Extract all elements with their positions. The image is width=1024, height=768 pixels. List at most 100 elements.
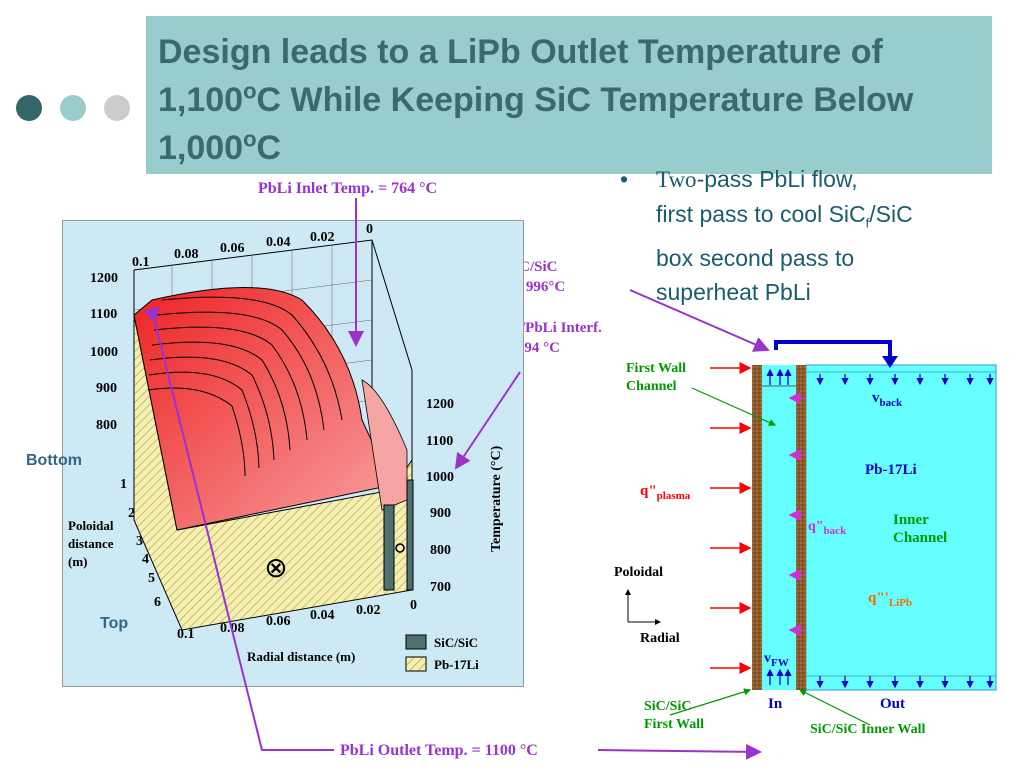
svg-text:0.1: 0.1	[132, 255, 150, 270]
svg-text:Poloidal: Poloidal	[68, 518, 114, 533]
svg-text:0.02: 0.02	[310, 230, 335, 245]
svg-text:6: 6	[154, 595, 161, 610]
q-plasma-label: q"plasma	[640, 483, 691, 502]
svg-text:2: 2	[128, 506, 135, 521]
poloidal-axis-label: Poloidal distance (m)	[68, 518, 114, 569]
poloidal-label: Poloidal	[614, 565, 663, 580]
inner-channel-label-1: Inner	[893, 512, 929, 528]
temperature-surface	[133, 287, 393, 531]
outlet-temp-callout: PbLi Outlet Temp. = 1100 °C	[340, 742, 538, 759]
bullet-line-2-sub: f	[865, 215, 870, 231]
bullet-line-2b: /SiC	[869, 201, 913, 227]
outlet-pointer-right	[597, 743, 762, 760]
decor-dot-dark	[16, 95, 42, 121]
small-circle-marker	[395, 543, 405, 553]
title-background	[146, 16, 992, 174]
first-wall-channel-label-1: First Wall	[626, 361, 686, 376]
bullet-point: • Two-pass PbLi flow, first pass to cool…	[620, 162, 1000, 309]
top-label: Top	[100, 615, 129, 632]
v-fw-label: vFW	[764, 651, 789, 669]
radial-label: Radial	[640, 631, 680, 646]
svg-text:0.04: 0.04	[266, 235, 291, 250]
decor-dot-teal	[60, 95, 86, 121]
svg-text:1100: 1100	[426, 434, 453, 449]
sic-ridge-surface	[361, 379, 408, 511]
svg-text:0.06: 0.06	[266, 614, 291, 629]
first-wall-channel-pointer	[691, 387, 777, 426]
sic-first-wall-label-1: SiC/SiC	[644, 699, 691, 714]
inner-channel-label-2: Channel	[893, 530, 947, 546]
svg-text:700: 700	[430, 580, 451, 595]
sic-wall-column	[383, 504, 395, 591]
first-wall-pointer	[669, 688, 752, 716]
svg-text:900: 900	[430, 506, 451, 521]
bullet-word-two: Two	[656, 167, 697, 192]
svg-text:800: 800	[430, 543, 451, 558]
max-sic-pointer	[629, 289, 770, 352]
sic-inner-wall	[796, 365, 806, 690]
bullet-marker: •	[620, 166, 629, 192]
svg-text:1: 1	[120, 477, 127, 492]
u-turn-arrowhead	[882, 356, 898, 368]
poloidal-ticks: 1 2 3 4 5 6	[120, 477, 161, 610]
contour-lines	[147, 296, 343, 477]
svg-text:0.02: 0.02	[356, 603, 381, 618]
bullet-line-2a: first pass to cool SiC	[656, 201, 866, 227]
plasma-heat-arrows	[710, 362, 752, 674]
legend-swatch-sic	[405, 634, 427, 650]
legend-swatch-pb17li	[405, 656, 427, 672]
channel-schematic: First Wall Channel q"plasma Poloidal Rad…	[614, 340, 997, 737]
out-label: Out	[880, 696, 905, 712]
temperature-axis-label: Temperature (°C)	[489, 445, 504, 552]
pb17li-label: Pb-17Li	[865, 462, 917, 478]
svg-text:900: 900	[96, 381, 117, 396]
legend-label-pb17li: Pb-17Li	[434, 657, 479, 672]
svg-text:0: 0	[366, 222, 373, 237]
svg-text:1000: 1000	[426, 470, 454, 485]
sic-wall-column-right	[406, 479, 414, 591]
bullet-line-1: -pass PbLi flow,	[696, 166, 858, 192]
svg-text:0.1: 0.1	[177, 627, 195, 642]
decor-dot-grey	[104, 95, 130, 121]
radial-ticks-top: 0.1 0.08 0.06 0.04 0.02 0	[132, 222, 373, 270]
svg-text:1000: 1000	[90, 345, 118, 360]
svg-text:0.04: 0.04	[310, 608, 335, 623]
svg-text:1200: 1200	[426, 397, 454, 412]
bullet-line-4: superheat PbLi	[656, 278, 811, 305]
sic-inner-wall-label: SiC/SiC Inner Wall	[810, 722, 926, 737]
svg-text:1200: 1200	[90, 271, 118, 286]
first-wall-channel-label-2: Channel	[626, 379, 677, 394]
bullet-line-3: box second pass to	[656, 244, 855, 271]
inner-channel	[805, 364, 997, 691]
bottom-label: Bottom	[26, 452, 82, 469]
svg-text:0.08: 0.08	[174, 247, 199, 262]
q-lipb-label: q"'LiPb	[868, 590, 912, 609]
v-back-label: vback	[872, 390, 903, 409]
sic-first-wall-label-2: First Wall	[644, 717, 704, 732]
inner-wall-pointer	[798, 689, 871, 726]
radial-axis-label: Radial distance (m)	[247, 649, 355, 664]
fw-up-arrows	[766, 368, 792, 685]
svg-text:4: 4	[142, 552, 149, 567]
outlet-pointer-left	[143, 306, 334, 751]
svg-text:3: 3	[136, 534, 143, 549]
svg-text:800: 800	[96, 418, 117, 433]
svg-text:distance: distance	[68, 536, 114, 551]
in-label: In	[768, 696, 783, 712]
otimes-symbol: ⊗	[264, 553, 287, 584]
sic-first-wall	[752, 365, 762, 690]
slide-title: Design leads to a LiPb Outlet Temperatur…	[158, 33, 914, 167]
u-turn-flow-arrow	[774, 340, 892, 358]
svg-text:0.06: 0.06	[220, 241, 245, 256]
legend-label-sic: SiC/SiC	[434, 635, 478, 650]
svg-text:0: 0	[410, 598, 417, 613]
svg-text:5: 5	[148, 571, 155, 586]
temperature-ticks-left: 1200 1100 1000 900 800	[90, 271, 118, 433]
inlet-temp-callout: PbLi Inlet Temp. = 764 °C	[258, 180, 438, 197]
svg-text:1100: 1100	[90, 307, 117, 322]
svg-text:(m): (m)	[68, 554, 88, 569]
back-heat-arrows	[788, 392, 806, 636]
temperature-ticks-right: 1200 1100 1000 900 800 700	[426, 397, 454, 595]
q-back-label: q"back	[808, 519, 847, 537]
